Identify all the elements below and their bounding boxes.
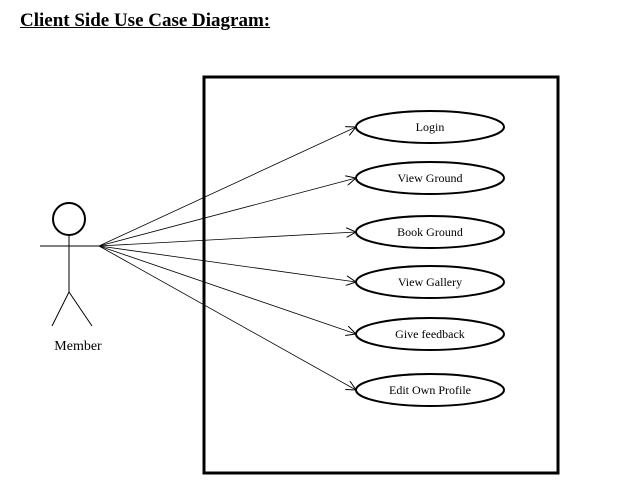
use-case-label: Book Ground bbox=[397, 225, 463, 239]
use-case-view-gallery: View Gallery bbox=[355, 265, 505, 299]
actor-head bbox=[52, 202, 86, 236]
use-case-label: View Gallery bbox=[398, 275, 462, 289]
association-view-ground bbox=[98, 178, 356, 247]
actor-left-leg bbox=[51, 291, 70, 327]
diagram-title: Client Side Use Case Diagram: bbox=[20, 10, 271, 31]
use-case-book-ground: Book Ground bbox=[355, 215, 505, 249]
association-view-gallery bbox=[98, 245, 356, 282]
use-case-view-ground: View Ground bbox=[355, 161, 505, 195]
actor-right-leg bbox=[68, 291, 93, 327]
association-book-ground bbox=[98, 232, 356, 247]
use-case-give-feedback: Give feedback bbox=[355, 317, 505, 351]
use-case-label: View Ground bbox=[398, 171, 463, 185]
use-case-login: Login bbox=[355, 110, 505, 144]
association-edit-own-profile bbox=[98, 245, 356, 390]
associations bbox=[98, 127, 356, 390]
actor-label: Member bbox=[54, 339, 102, 354]
use-case-label: Give feedback bbox=[395, 327, 465, 341]
actor-member: Member bbox=[40, 202, 102, 354]
system-boundary bbox=[202, 75, 560, 475]
use-case-edit-own-profile: Edit Own Profile bbox=[355, 373, 505, 407]
association-give-feedback bbox=[98, 245, 356, 334]
use-case-label: Login bbox=[416, 120, 445, 134]
use-case-label: Edit Own Profile bbox=[389, 383, 471, 397]
association-login bbox=[98, 127, 356, 247]
